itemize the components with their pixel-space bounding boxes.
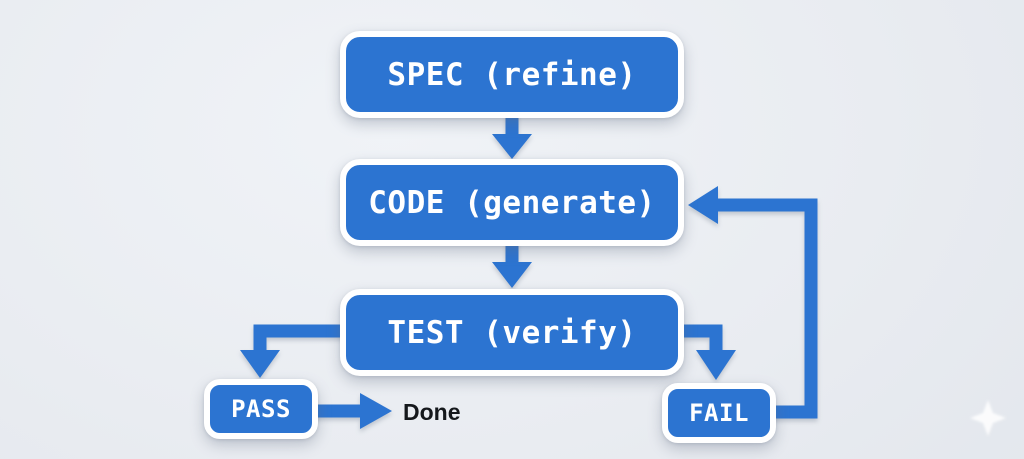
node-fail-label: FAIL (689, 399, 749, 427)
edge-test-to-fail (678, 324, 736, 380)
node-fail: FAIL (662, 383, 776, 443)
edge-spec-to-code (492, 113, 532, 159)
node-code-label: CODE (generate) (368, 184, 656, 221)
node-pass-label: PASS (231, 395, 291, 423)
edge-pass-to-done (314, 393, 392, 429)
node-pass: PASS (204, 379, 318, 439)
edge-fail-to-code-loop (688, 186, 818, 419)
node-spec-label: SPEC (refine) (387, 56, 637, 93)
node-test: TEST (verify) (340, 289, 684, 376)
sparkle-icon (968, 398, 1008, 438)
node-test-label: TEST (verify) (387, 314, 637, 351)
edge-code-to-test (492, 241, 532, 288)
edge-test-to-pass (240, 324, 346, 378)
done-text: Done (403, 399, 461, 425)
node-spec: SPEC (refine) (340, 31, 684, 118)
node-code: CODE (generate) (340, 159, 684, 246)
